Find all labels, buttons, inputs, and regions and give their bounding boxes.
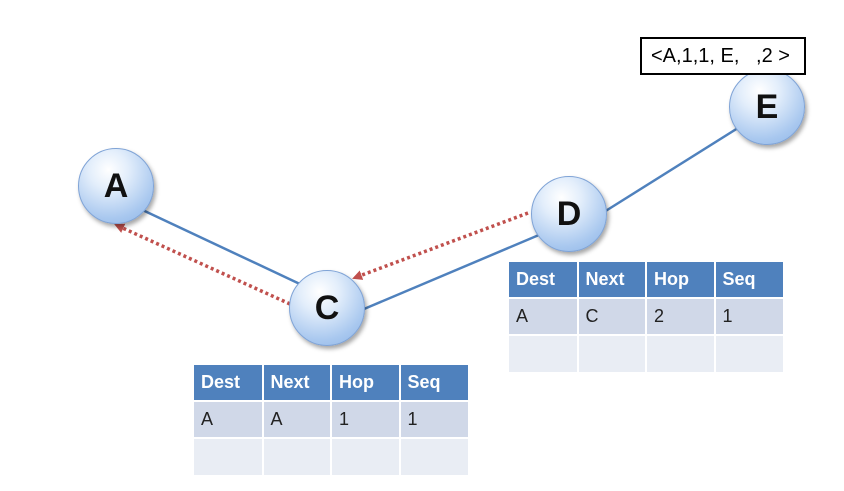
routing-table-d: Dest Next Hop Seq A C 2 1 [509,262,783,372]
node-d[interactable]: D [531,176,607,252]
header-dest: Dest [194,365,264,401]
node-c[interactable]: C [289,270,365,346]
cell-hop [331,437,401,475]
node-c-label: C [314,288,340,327]
cell-seq: 1 [399,400,468,438]
header-next: Next [262,365,332,401]
cell-dest: A [194,400,264,438]
cell-hop [646,334,716,372]
reply-arrow-c-to-a [114,223,291,306]
header-hop: Hop [331,365,401,401]
cell-next: A [262,400,332,438]
cell-dest [194,437,264,475]
cell-hop: 1 [331,400,401,438]
table-header-row: Dest Next Hop Seq [194,365,468,401]
link-c-d [363,230,547,311]
header-dest: Dest [509,262,579,298]
cell-seq [399,437,468,475]
cell-dest: A [509,297,579,335]
cell-next [577,334,647,372]
node-a[interactable]: A [78,148,154,224]
node-e-label: E [755,87,779,126]
node-a-label: A [103,166,129,205]
cell-next [262,437,332,475]
node-d-label: D [556,194,582,233]
node-e[interactable]: E [729,69,805,145]
cell-seq: 1 [714,297,783,335]
table-row [509,334,783,372]
header-next: Next [577,262,647,298]
reply-arrow-d-to-c [352,211,529,280]
cell-dest [509,334,579,372]
header-hop: Hop [646,262,716,298]
rrep-message-box: <A,1,1, E, ,2 > [640,37,806,75]
cell-seq [714,334,783,372]
table-row [194,437,468,475]
header-seq: Seq [714,262,783,298]
cell-hop: 2 [646,297,716,335]
table-row: A A 1 1 [194,400,468,438]
table-header-row: Dest Next Hop Seq [509,262,783,298]
table-row: A C 2 1 [509,297,783,335]
routing-table-c: Dest Next Hop Seq A A 1 1 [194,365,468,475]
cell-next: C [577,297,647,335]
header-seq: Seq [399,365,468,401]
link-a-c [133,204,303,287]
link-d-e [603,126,739,214]
